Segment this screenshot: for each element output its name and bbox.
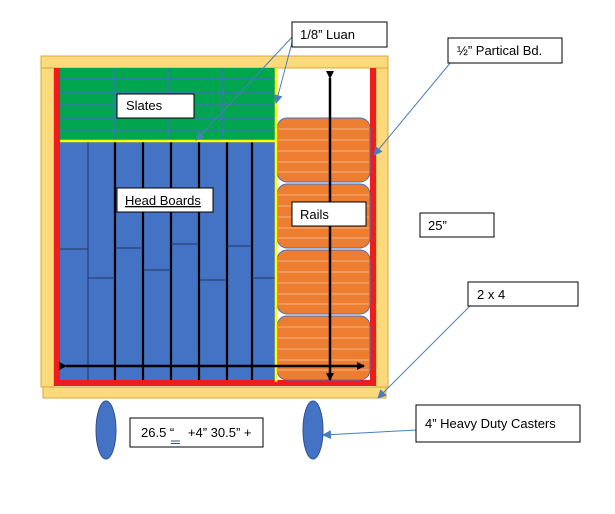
frame-right <box>375 67 389 388</box>
width-label-box <box>129 417 264 448</box>
slates-label: Slates <box>126 98 163 113</box>
frame-top <box>40 55 389 69</box>
particle-board-label: ½” Partical Bd. <box>457 43 542 58</box>
rails-group <box>276 117 371 381</box>
particle-board-label-box <box>447 37 563 64</box>
height-label-box <box>419 212 495 238</box>
head-boards-label: Head Boards <box>125 193 201 208</box>
width-label-part-a: 26.5 “ <box>141 425 174 440</box>
width-label-part-b: +4” 30.5” + <box>188 425 252 440</box>
width-label: 26.5 “ +4” 30.5” + <box>141 425 251 440</box>
callout-lines <box>195 34 471 440</box>
head-boards-label-box <box>116 187 214 213</box>
slates-label-box <box>116 93 195 119</box>
two-by-four-label: 2 x 4 <box>477 287 505 302</box>
caster-right <box>302 400 324 460</box>
particle-board-bottom <box>54 380 376 386</box>
rails-label: Rails <box>300 207 329 222</box>
casters-label: 4” Heavy Duty Casters <box>425 416 556 431</box>
particle-board-left <box>54 68 60 386</box>
head-boards-area <box>60 141 276 380</box>
two-by-four-label-box <box>467 281 579 307</box>
casters-label-box <box>415 404 581 443</box>
luan-label-box <box>291 21 388 48</box>
rails-label-box <box>291 201 367 227</box>
frame-bottom <box>42 386 387 399</box>
luan-outline <box>60 68 278 382</box>
caster-left <box>95 400 117 460</box>
luan-label: 1/8” Luan <box>300 27 355 42</box>
height-label: 25” <box>428 218 447 233</box>
head-boards-grid <box>60 141 276 380</box>
particle-board-right <box>370 68 376 386</box>
frame-left <box>40 67 55 388</box>
